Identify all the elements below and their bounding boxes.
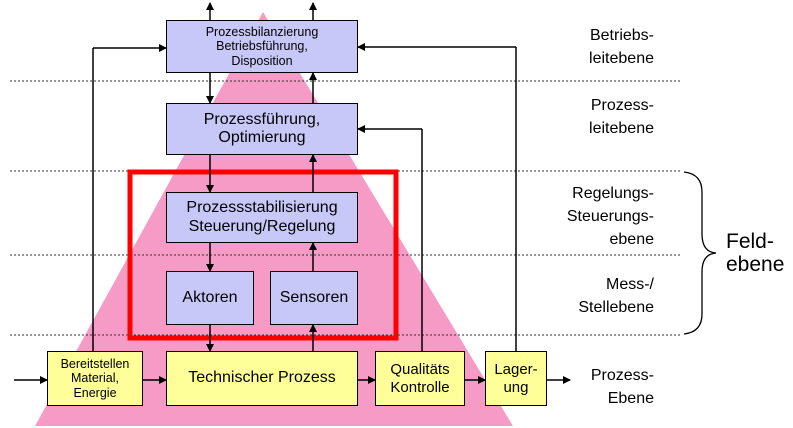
level-label-betriebsleitebene: Betriebs- leitebene <box>589 27 654 67</box>
lagerung-box: Lager- ung <box>485 351 547 406</box>
level-label-feldebene: Feld- ebene <box>726 230 785 276</box>
prozessfuehrung-box: Prozessführung, Optimierung <box>166 103 358 155</box>
level-label-regelungs-steuerungsebene: Regelungs- Steuerungs- ebene <box>566 185 654 248</box>
qualitaetskontrolle-label: Qualitäts Kontrolle <box>390 361 450 396</box>
level-label-mess-stellebene: Mess-/ Stellebene <box>578 276 654 316</box>
bereitstellen-box: Bereitstellen Material, Energie <box>47 351 143 406</box>
aktoren-label: Aktoren <box>182 288 238 306</box>
sensoren-label: Sensoren <box>279 288 349 306</box>
bereitstellen-label: Bereitstellen Material, Energie <box>60 356 130 400</box>
lagerung-label: Lager- ung <box>494 361 538 396</box>
technischer-prozess-label: Technischer Prozess <box>188 369 336 387</box>
qualitaetskontrolle-box: Qualitäts Kontrolle <box>375 351 465 406</box>
feldebene-bracket <box>683 171 717 335</box>
sensoren-box: Sensoren <box>270 271 358 325</box>
technischer-prozess-box: Technischer Prozess <box>166 351 358 406</box>
aktoren-box: Aktoren <box>166 271 254 325</box>
level-label-prozessleitebene: Prozess- leitebene <box>589 97 654 137</box>
prozessbilanzierung-label: Prozessbilanzierung Betriebsführung, Dis… <box>205 24 319 68</box>
prozessstabilisierung-box: Prozessstabilisierung Steuerung/Regelung <box>166 192 358 243</box>
prozessstabilisierung-label: Prozessstabilisierung Steuerung/Regelung <box>186 199 338 235</box>
field-level-highlight-frame <box>127 169 399 341</box>
level-label-prozessebene: Prozess- Ebene <box>590 367 654 407</box>
prozessfuehrung-label: Prozessführung, Optimierung <box>203 110 321 146</box>
prozessbilanzierung-box: Prozessbilanzierung Betriebsführung, Dis… <box>166 20 358 73</box>
flow-arrows <box>14 2 571 384</box>
